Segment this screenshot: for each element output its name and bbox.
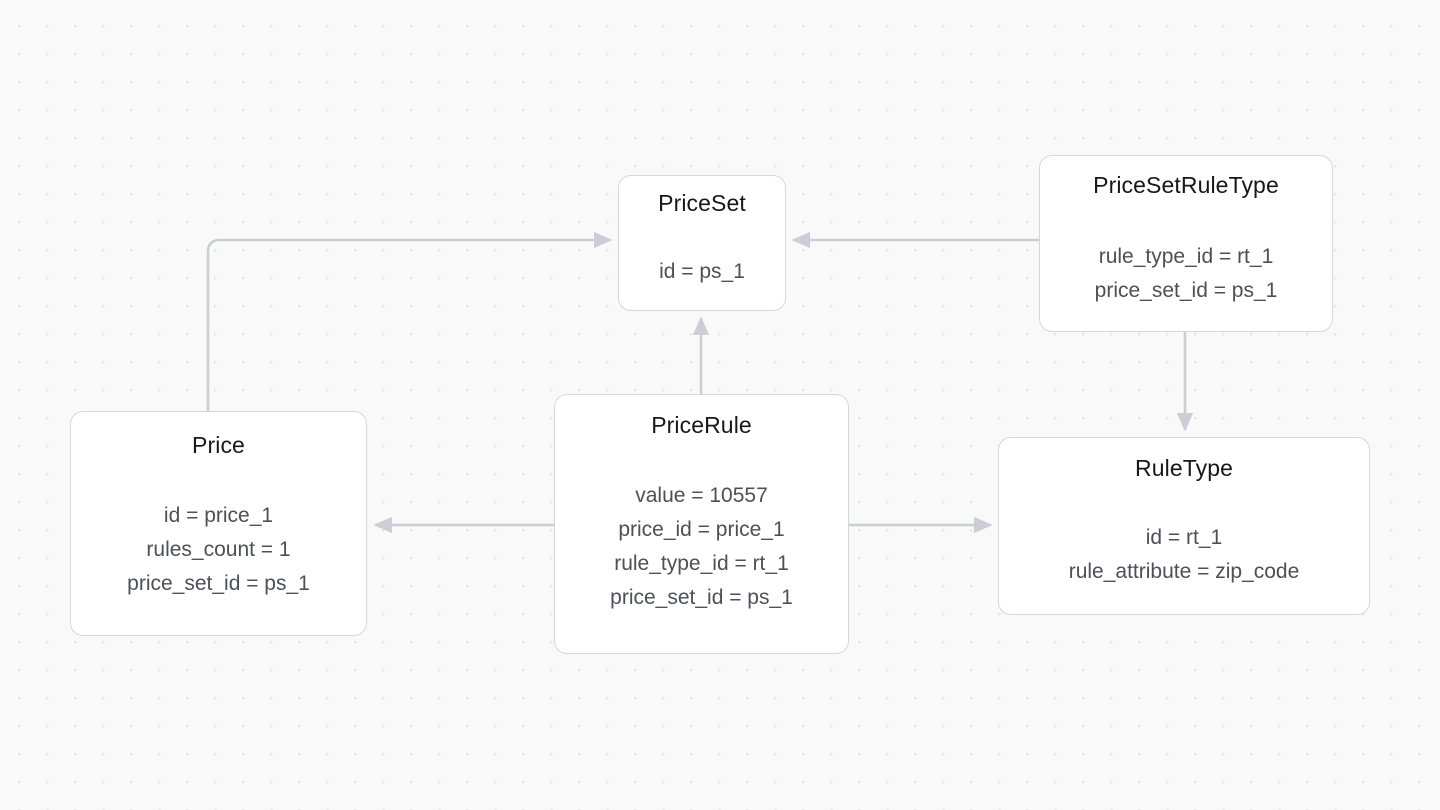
node-ruletype[interactable]: RuleType id = rt_1 rule_attribute = zip_… [998,437,1370,615]
node-title: RuleType [1135,455,1233,481]
node-attribute: rule_attribute = zip_code [1068,559,1300,583]
node-title: PriceRule [651,412,752,438]
node-title: PriceSet [658,190,746,216]
node-attribute: price_set_id = ps_1 [610,585,793,609]
edge-price-to-priceset [206,231,613,411]
node-attribute: id = rt_1 [1145,526,1223,549]
node-title: Price [192,432,245,458]
node-attribute: price_set_id = ps_1 [1094,278,1278,302]
node-attribute: price_id = price_1 [618,517,785,541]
node-attributes: id = price_1 rules_count = 1 price_set_i… [127,503,310,598]
node-pricerule[interactable]: PriceRule value = 10557 price_id = price… [554,394,849,654]
node-attributes: value = 10557 price_id = price_1 rule_ty… [610,483,793,612]
node-attribute: rules_count = 1 [146,537,291,561]
node-attributes: id = rt_1 rule_attribute = zip_code [1069,525,1300,586]
node-attributes: id = ps_1 [659,259,745,286]
node-attributes: rule_type_id = rt_1 price_set_id = ps_1 [1095,244,1278,305]
node-attribute: rule_type_id = rt_1 [1098,245,1274,268]
node-attribute: rule_type_id = rt_1 [614,551,789,575]
node-attribute: id = ps_1 [659,260,745,283]
node-title: PriceSetRuleType [1093,172,1279,198]
node-priceset[interactable]: PriceSet id = ps_1 [618,175,786,311]
node-attribute: value = 10557 [635,484,768,507]
node-attribute: id = price_1 [163,504,274,527]
node-pricesetruletype[interactable]: PriceSetRuleType rule_type_id = rt_1 pri… [1039,155,1333,332]
node-attribute: price_set_id = ps_1 [127,571,310,595]
node-price[interactable]: Price id = price_1 rules_count = 1 price… [70,411,367,636]
